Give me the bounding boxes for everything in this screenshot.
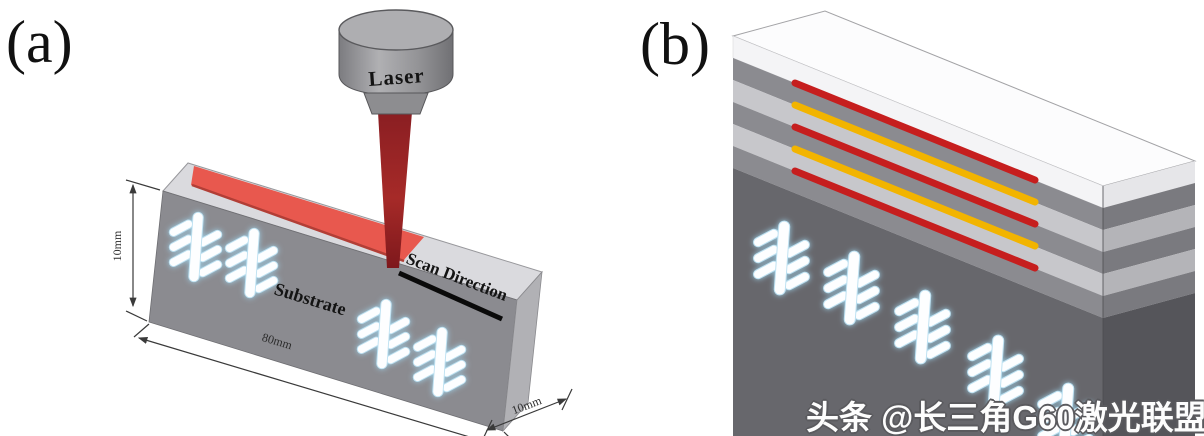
height-dim-label: 10mm <box>110 230 124 261</box>
scan-track-yellow <box>791 145 1039 250</box>
layer-side-light <box>1103 205 1195 252</box>
layer-side-gray <box>1103 183 1195 230</box>
scan-tracks <box>791 79 1039 272</box>
laser-head: Laser <box>338 9 454 268</box>
melt-track-edge <box>191 183 405 263</box>
layer-side-white <box>1103 161 1195 208</box>
layer-front-light <box>733 80 1103 252</box>
panel-b-label: (b) <box>640 11 710 77</box>
melt-track-stripe <box>191 166 424 261</box>
layer-front-gray <box>733 146 1103 318</box>
panel-a: (a) Substrate Scan Direction Laser <box>6 9 573 436</box>
laser-beam <box>378 112 412 268</box>
layer-front-gray <box>733 102 1103 274</box>
scan-track-yellow <box>791 101 1039 206</box>
laser-label: Laser <box>368 63 426 91</box>
layered-block <box>731 10 1197 436</box>
layer-side-light <box>1103 249 1195 296</box>
laser-nozzle <box>363 92 429 115</box>
laser-top-cap <box>338 9 454 51</box>
panel-a-label: (a) <box>6 9 73 75</box>
layer-side-gray <box>1103 271 1195 318</box>
scan-direction-underline <box>397 270 504 322</box>
layer-front-gray <box>733 58 1103 230</box>
watermark: 头条 @长三角G60激光联盟 <box>806 399 1204 436</box>
scan-track-red <box>791 167 1039 272</box>
layer-front-light <box>733 124 1103 296</box>
scan-track-red <box>791 79 1039 184</box>
panel-b: (b) <box>640 10 1197 436</box>
dimension-height: 10mm <box>110 179 161 322</box>
substrate-side-dark <box>1103 293 1195 436</box>
scan-track-red <box>791 123 1039 228</box>
layer-side-gray <box>1103 227 1195 274</box>
